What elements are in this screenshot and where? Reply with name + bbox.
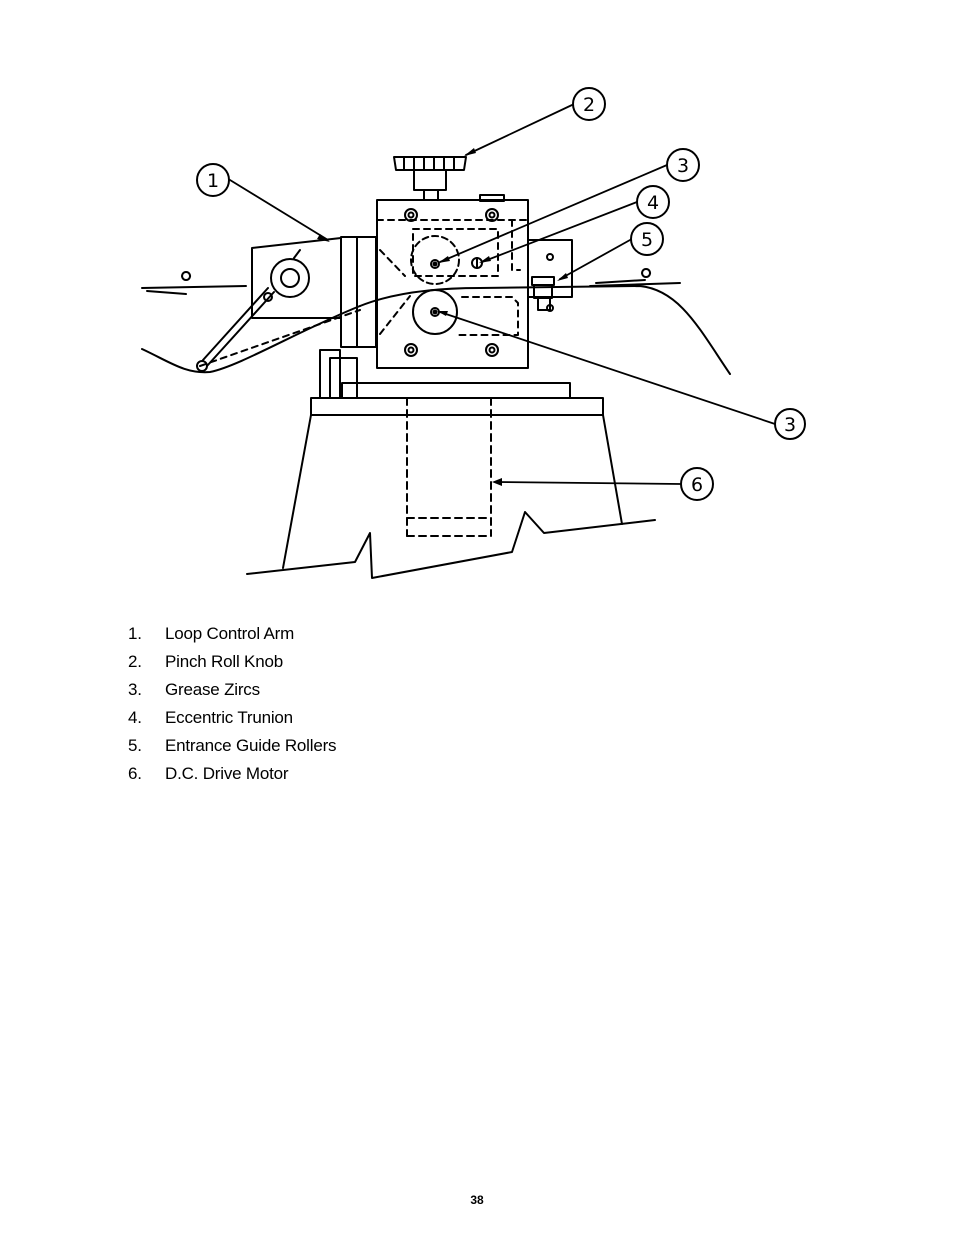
callout-5-label: 5	[641, 229, 653, 251]
loop-control-arm	[196, 237, 342, 372]
callout-6: 6	[680, 467, 714, 501]
page-number: 38	[470, 1193, 484, 1207]
legend-label: Grease Zircs	[165, 680, 260, 699]
callout-1-label: 1	[207, 170, 219, 192]
callout-6-label: 6	[691, 474, 703, 496]
parts-legend: 1. Loop Control Arm 2. Pinch Roll Knob 3. G…	[128, 621, 337, 789]
legend-item: 5. Entrance Guide Rollers	[128, 733, 337, 761]
legend-label: Pinch Roll Knob	[165, 652, 283, 671]
arrowheads	[317, 148, 568, 486]
pinch-roll-diagram: 1 2 3 4 5 3 6	[141, 87, 806, 579]
legend-number: 1.	[128, 624, 142, 643]
callout-2-label: 2	[583, 94, 595, 116]
legend-label: Eccentric Trunion	[165, 708, 293, 727]
pinch-rolls	[410, 235, 483, 335]
callout-1: 1	[196, 163, 230, 197]
callout-5: 5	[630, 222, 664, 256]
legend-number: 6.	[128, 764, 142, 783]
callout-2: 2	[572, 87, 606, 121]
callout-leaders	[229, 104, 776, 485]
motor-housing	[246, 397, 656, 579]
entrance-guide-rollers	[531, 276, 555, 311]
legend-item: 1. Loop Control Arm	[128, 621, 336, 649]
legend-number: 5.	[128, 736, 142, 755]
callout-3-top: 3	[666, 148, 700, 182]
legend-number: 4.	[128, 708, 142, 727]
drive-motor-outline	[406, 397, 492, 537]
callout-4-label: 4	[647, 192, 659, 214]
legend-label: Entrance Guide Rollers	[165, 736, 337, 755]
pinch-roll-housing	[376, 194, 573, 369]
legend-item: 6. D.C. Drive Motor	[128, 761, 336, 789]
pinch-roll-knob	[393, 156, 467, 201]
legend-label: D.C. Drive Motor	[165, 764, 289, 783]
wire-path	[141, 268, 731, 375]
legend-number: 3.	[128, 680, 142, 699]
legend-item: 3. Grease Zircs	[128, 677, 336, 705]
callout-3-top-label: 3	[677, 155, 689, 177]
legend-label: Loop Control Arm	[165, 624, 295, 643]
hidden-internals	[199, 219, 529, 367]
legend-number: 2.	[128, 652, 142, 671]
callout-3-bottom: 3	[774, 408, 806, 440]
callout-3-bottom-label: 3	[784, 414, 796, 436]
callout-4: 4	[636, 185, 670, 219]
legend-item: 2. Pinch Roll Knob	[128, 649, 336, 677]
legend-item: 4. Eccentric Trunion	[128, 705, 336, 733]
